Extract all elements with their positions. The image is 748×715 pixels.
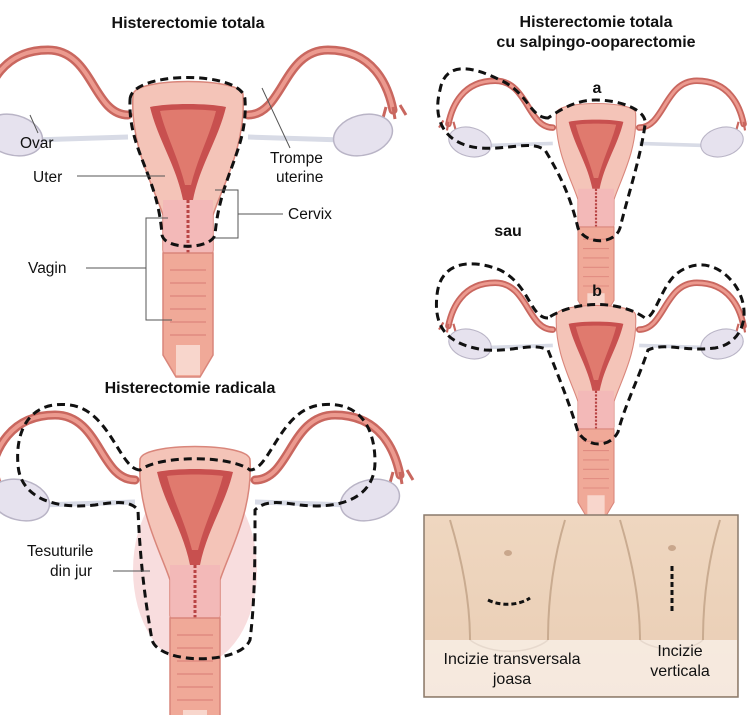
label-ovar: Ovar <box>20 135 54 152</box>
panel-salpingo: Histerectomie totala cu salpingo-ooparec… <box>436 14 748 518</box>
panel-incisions: Incizie transversala joasa Incizie verti… <box>424 515 738 697</box>
panel-total: Histerectomie totala Ovar Uter Trompe ut… <box>0 15 406 377</box>
panel-radical: Histerectomie radicala Tesuturile din ju… <box>0 380 413 715</box>
label-uter: Uter <box>33 169 62 186</box>
label-tesut-2: din jur <box>50 563 92 580</box>
caption-transverse-2: joasa <box>492 671 531 688</box>
label-tesut-1: Tesuturile <box>27 543 93 560</box>
label-cervix: Cervix <box>288 206 332 223</box>
uterus-illustration-b <box>439 283 748 518</box>
panel-radical-title: Histerectomie radicala <box>105 380 276 397</box>
label-trompe-1: Trompe <box>270 150 323 167</box>
label-sau: sau <box>494 223 522 240</box>
caption-transverse-1: Incizie transversala <box>444 651 581 668</box>
label-option-a: a <box>593 80 602 97</box>
uterus-illustration-total <box>0 50 406 377</box>
label-vagin: Vagin <box>28 260 67 277</box>
panel-total-title: Histerectomie totala <box>112 15 265 32</box>
caption-vertical-1: Incizie <box>657 643 702 660</box>
label-option-b: b <box>592 283 602 300</box>
panel-salpingo-title-2: cu salpingo-ooparectomie <box>496 34 695 51</box>
label-trompe-2: uterine <box>276 169 323 186</box>
panel-salpingo-title-1: Histerectomie totala <box>520 14 673 31</box>
caption-vertical-2: verticala <box>650 663 710 680</box>
